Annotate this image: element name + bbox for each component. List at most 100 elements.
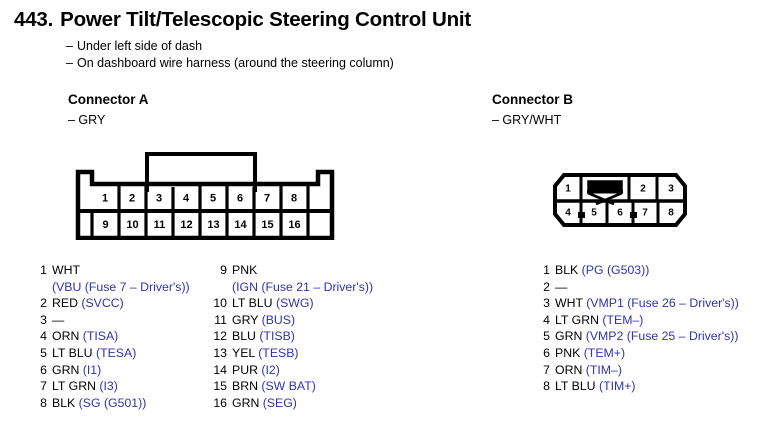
connector-b-bottom-row-pin-numbers: 4 5 6 7 8 (565, 208, 674, 219)
pin-wire-color: — (52, 312, 65, 327)
pin-wire-color: GRN (232, 395, 260, 410)
pin-signal-name: (TESA) (92, 345, 137, 360)
pin-list-row: 2— (533, 279, 739, 296)
pin-signal-name: (TIM–) (582, 362, 622, 377)
pin-number: 3 (156, 192, 162, 204)
pin-number: 10 (126, 219, 138, 231)
pin-signal-name: (I3) (95, 379, 118, 394)
pin-wire-color: PUR (232, 362, 258, 377)
pin-number: 4 (565, 208, 571, 219)
connector-a-top-row-pin-numbers: 1 2 3 4 5 6 7 8 (102, 192, 297, 204)
section-title-text: Power Tilt/Telescopic Steering Control U… (60, 8, 472, 31)
location-note-text: On dashboard wire harness (around the st… (77, 55, 394, 70)
pin-number: 7 (264, 192, 270, 204)
connector-b-heading: Connector B (492, 92, 573, 107)
pin-number: 8 (291, 192, 297, 204)
connector-a-diagram: 1 2 3 4 5 6 7 8 9 10 11 12 13 14 (75, 150, 335, 240)
location-notes: –Under left side of dash –On dashboard w… (66, 38, 394, 71)
pin-number: 15 (261, 219, 273, 231)
pin-list-index: 6 (40, 362, 47, 377)
pin-list-index: 14 (213, 362, 227, 377)
bullet-dash: – (66, 55, 73, 70)
pin-wire-color: BLU (232, 329, 256, 344)
connector-b-subheading: – GRY/WHT (492, 113, 562, 127)
pin-list-index: 1 (40, 263, 47, 277)
pin-wire-color: ORN (52, 329, 80, 344)
pin-list-index: 7 (543, 362, 550, 377)
pin-signal-name: (SEG) (259, 395, 297, 410)
connector-b-top-row-pin-numbers: 1 2 3 (565, 184, 674, 195)
pin-list-row: 16 GRN (SEG) (210, 395, 373, 412)
pin-wire-color: LT BLU (232, 296, 273, 311)
pin-number: 12 (180, 219, 192, 231)
pin-list-index: 3 (543, 296, 550, 311)
pin-list-index: 15 (213, 379, 227, 394)
pin-signal-continuation: (VBU (Fuse 7 – Driver's)) (52, 279, 190, 294)
page-title: 443.Power Tilt/Telescopic Steering Contr… (14, 8, 471, 32)
pin-number: 14 (234, 219, 247, 231)
connector-a-locking-tab (145, 152, 257, 192)
pin-number: 5 (210, 192, 216, 204)
pin-wire-color: LT GRN (555, 312, 599, 327)
pin-wire-color: LT BLU (52, 345, 93, 360)
pin-wire-color: RED (52, 296, 78, 311)
pin-signal-name: (I1) (79, 362, 102, 377)
pin-list-index: 16 (213, 395, 227, 410)
pin-wire-color: LT GRN (52, 379, 96, 394)
pin-wire-color: BLK (52, 395, 76, 410)
pin-list-index: 7 (40, 379, 47, 394)
location-note-text: Under left side of dash (77, 39, 203, 53)
pin-signal-name: (SW BAT) (257, 379, 316, 394)
pin-signal-name: (TIM+) (595, 379, 636, 394)
pin-list-index: 13 (213, 345, 227, 360)
pin-wire-color: YEL (232, 345, 255, 360)
pin-wire-color: LT BLU (555, 379, 596, 394)
pin-wire-color: GRY (232, 312, 259, 327)
connector-a-heading: Connector A (68, 92, 149, 107)
pin-list-index: 11 (214, 312, 227, 327)
location-note: –Under left side of dash (66, 38, 394, 55)
pin-list-index: 5 (40, 345, 47, 360)
pin-number: 13 (207, 219, 219, 231)
pin-number: 7 (642, 208, 648, 219)
pin-number: 16 (288, 219, 300, 231)
pin-wire-color: WHT (555, 296, 583, 311)
connector-b-lock-slot-icon (587, 180, 623, 206)
pin-signal-continuation: (IGN (Fuse 21 – Driver's)) (232, 279, 374, 294)
pin-signal-name: (SG (G501)) (75, 395, 147, 410)
pin-list-row: 15 BRN (SW BAT) (210, 378, 373, 395)
pin-list-index: 10 (213, 296, 227, 311)
pin-wire-color: BLK (555, 263, 579, 277)
pin-list-index: 8 (40, 395, 47, 410)
pin-wire-color: WHT (52, 263, 80, 277)
pin-signal-name: (SWG) (272, 296, 314, 311)
pin-signal-name: (BUS) (258, 312, 296, 327)
pin-number: 2 (640, 184, 646, 195)
pin-wire-color: BRN (232, 379, 258, 394)
pin-number: 6 (617, 208, 623, 219)
pin-list-index: 2 (543, 279, 550, 294)
pin-list-row: 10 LT BLU (SWG) (210, 295, 373, 312)
pin-list-index: 12 (213, 329, 227, 344)
pin-list-row: 7 LT GRN (I3) (30, 378, 190, 395)
connector-a-bottom-row-pin-numbers: 9 10 11 12 13 14 15 16 (102, 219, 300, 231)
pin-signal-name: (TEM–) (598, 312, 644, 327)
pin-list-index: 6 (543, 345, 550, 360)
pin-list-index: 4 (40, 329, 47, 344)
pin-list-index: 3 (40, 312, 47, 327)
connector-b-notches (578, 212, 637, 218)
pin-list-row: 1 WHT (30, 262, 190, 279)
